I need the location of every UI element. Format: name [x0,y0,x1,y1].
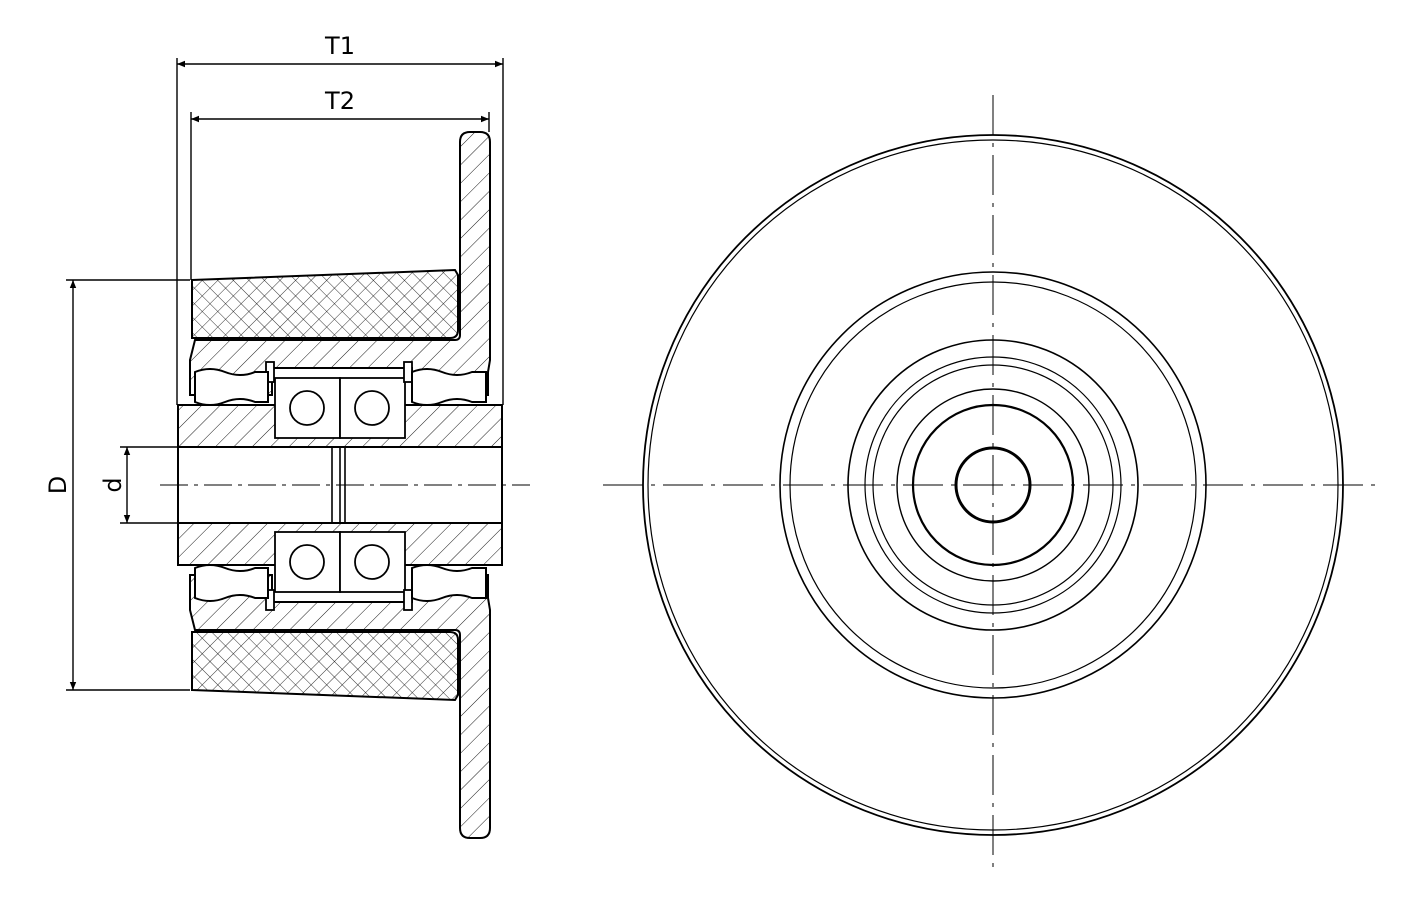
flange-body-lower [189,574,491,839]
tyre-upper [191,268,459,339]
dimension-lines [66,58,504,691]
section-view [160,131,530,839]
dim-label-t1: T1 [324,32,355,60]
flange-body [189,131,491,396]
dim-label-d-bore: d [99,477,127,492]
bearing-upper [265,361,413,439]
bearing-lower [265,531,413,611]
dim-label-d-outer: D [44,476,72,494]
seals [194,368,487,602]
dim-label-t2: T2 [324,87,355,115]
tyre-lower [191,631,459,702]
front-view [603,95,1383,875]
